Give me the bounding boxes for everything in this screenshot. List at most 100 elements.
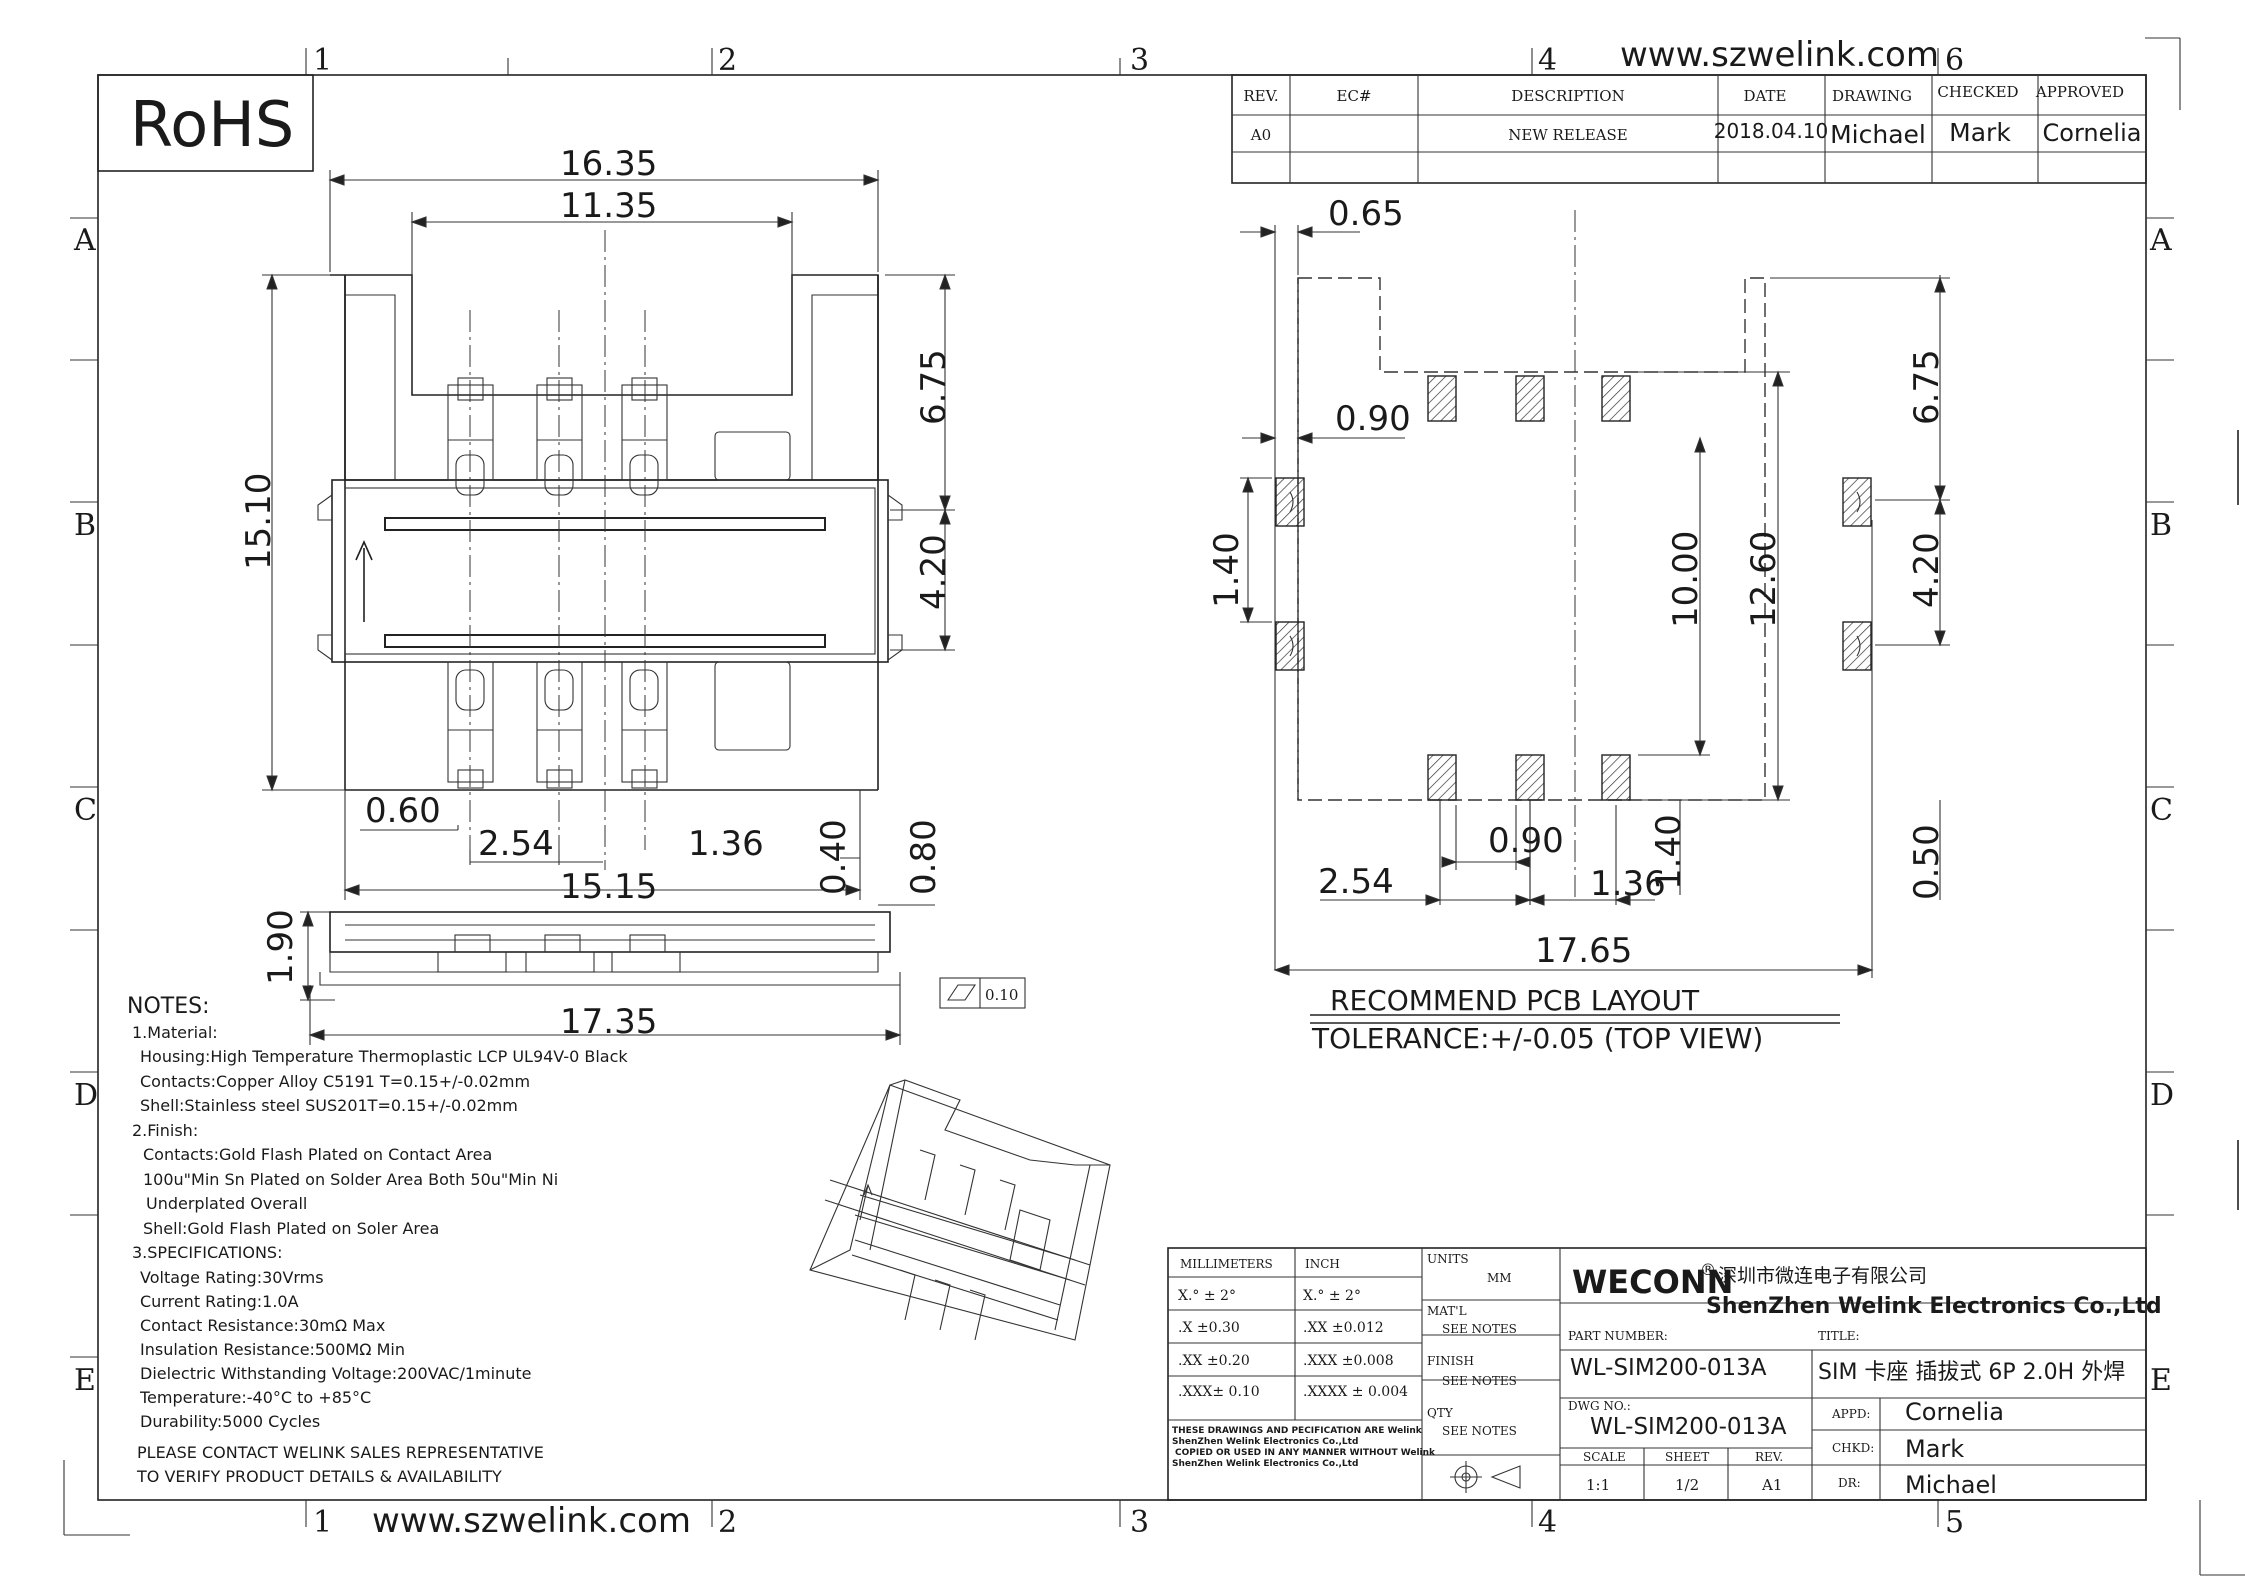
tol-mm-xxx: .XXX± 0.10 xyxy=(1178,1384,1260,1400)
grid-col-4-bottom: 4 xyxy=(1538,1505,1557,1540)
tol-mm-xx: .XX ±0.20 xyxy=(1178,1353,1250,1369)
material-label: MAT'L xyxy=(1427,1304,1467,1318)
brand-logo: WECONN xyxy=(1572,1263,1733,1301)
dim-15-15: 15.15 xyxy=(560,867,657,907)
finish-value: SEE NOTES xyxy=(1442,1374,1517,1388)
dim-4-20: 4.20 xyxy=(914,534,954,610)
pcb-dim-1-40-bottom: 1.40 xyxy=(1649,814,1689,890)
material-value: SEE NOTES xyxy=(1442,1322,1517,1336)
pcb-dim-17-65: 17.65 xyxy=(1535,931,1632,971)
pcb-dim-0-90-top: 0.90 xyxy=(1335,399,1411,439)
dim-0-80: 0.80 xyxy=(904,819,944,895)
pcb-dimension-labels: 0.65 0.90 6.75 1.40 10.00 12.60 4.20 0.9… xyxy=(1207,194,1947,1055)
note-line-13: Contact Resistance:30mΩ Max xyxy=(140,1316,385,1335)
note-line-14: Insulation Resistance:500MΩ Min xyxy=(140,1340,405,1359)
grid-col-2-bottom: 2 xyxy=(718,1505,737,1540)
dim-11-35: 11.35 xyxy=(560,186,657,226)
note-line-10: 3.SPECIFICATIONS: xyxy=(132,1243,282,1262)
part-number-label: PART NUMBER: xyxy=(1568,1329,1668,1343)
scale-value: 1:1 xyxy=(1586,1476,1610,1494)
flatness-symbol-box xyxy=(939,977,1026,1009)
pcb-pad-top-2 xyxy=(1515,375,1545,422)
pcb-pad-left-1 xyxy=(1275,477,1305,527)
disclaimer-line-1: THESE DRAWINGS AND PECIFICATION ARE Weli… xyxy=(1172,1426,1423,1436)
pcb-pad-top-1 xyxy=(1427,375,1457,422)
grid-col-3-bottom: 3 xyxy=(1130,1505,1149,1540)
finish-label: FINISH xyxy=(1427,1354,1474,1368)
title-value: SIM 卡座 插拔式 6P 2.0H 外焊 xyxy=(1818,1360,2125,1385)
units-label: UNITS xyxy=(1427,1252,1469,1266)
dim-1-36: 1.36 xyxy=(688,824,764,864)
pcb-pad-bottom-2 xyxy=(1515,754,1545,801)
note-line-4: Shell:Stainless steel SUS201T=0.15+/-0.0… xyxy=(140,1096,518,1115)
part-number-value: WL-SIM200-013A xyxy=(1570,1355,1767,1381)
pcb-layout-view xyxy=(1275,210,1872,900)
dim-16-35: 16.35 xyxy=(560,144,657,184)
tol-header-inch: INCH xyxy=(1305,1257,1340,1271)
website-top: www.szwelink.com xyxy=(1620,35,1939,75)
pcb-tolerance-caption: TOLERANCE:+/-0.05 (TOP VIEW) xyxy=(1311,1022,1763,1055)
left-dimension-labels: 16.35 11.35 6.75 15.10 4.20 0.60 2.54 1.… xyxy=(239,144,1018,1042)
rev-cell-rev: A0 xyxy=(1250,126,1271,144)
rev-cell-approved: Cornelia xyxy=(2043,119,2142,147)
rohs-box xyxy=(97,74,314,172)
pcb-dim-0-65: 0.65 xyxy=(1328,194,1404,234)
pcb-dim-6-75: 6.75 xyxy=(1907,349,1947,425)
note-line-6: Contacts:Gold Flash Plated on Contact Ar… xyxy=(143,1145,492,1164)
note-line-8: Underplated Overall xyxy=(146,1194,307,1213)
disclaimer-line-2: ShenZhen Welink Electronics Co.,Ltd xyxy=(1172,1437,1358,1447)
grid-col-4-top: 4 xyxy=(1538,43,1557,78)
connector-isometric-view xyxy=(809,1079,1111,1341)
note-line-3: Contacts:Copper Alloy C5191 T=0.15+/-0.0… xyxy=(140,1072,530,1091)
note-line-15: Dielectric Withstanding Voltage:200VAC/1… xyxy=(140,1364,531,1383)
qty-label: QTY xyxy=(1427,1406,1454,1420)
pcb-dim-0-90-bottom: 0.90 xyxy=(1488,821,1564,861)
pcb-pad-top-3 xyxy=(1601,375,1631,422)
revision-table: REV. EC# DESCRIPTION DATE DRAWING CHECKE… xyxy=(1231,74,2147,184)
notes-block: NOTES: 1.Material: Housing:High Temperat… xyxy=(127,994,628,1486)
note-line-11: Voltage Rating:30Vrms xyxy=(140,1268,324,1287)
rev-header-rev: REV. xyxy=(1243,87,1278,105)
note-line-12: Current Rating:1.0A xyxy=(140,1292,299,1311)
pcb-dim-2-54: 2.54 xyxy=(1318,862,1394,902)
rev-label: REV. xyxy=(1755,1450,1783,1464)
chkd-label: CHKD: xyxy=(1832,1441,1874,1455)
grid-row-e-right: E xyxy=(2150,1363,2172,1398)
grid-row-b-left: B xyxy=(74,508,96,543)
note-line-9: Shell:Gold Flash Plated on Soler Area xyxy=(143,1219,439,1238)
chkd-value: Mark xyxy=(1905,1435,1964,1463)
dim-17-35: 17.35 xyxy=(560,1002,657,1042)
units-value: MM xyxy=(1487,1271,1512,1285)
title-block: MILLIMETERS INCH X.° ± 2° X.° ± 2° .X ±0… xyxy=(1167,1247,2162,1501)
pcb-pad-left-2 xyxy=(1275,621,1305,671)
dim-1-90: 1.90 xyxy=(261,909,301,985)
brand-registered-mark: ® xyxy=(1700,1260,1716,1279)
grid-row-a-left: A xyxy=(73,223,96,258)
note-line-5: 2.Finish: xyxy=(132,1121,198,1140)
note-contact-line-1: PLEASE CONTACT WELINK SALES REPRESENTATI… xyxy=(137,1443,544,1462)
rev-cell-drawing: Michael xyxy=(1830,120,1926,149)
website-bottom: www.szwelink.com xyxy=(372,1501,691,1541)
scale-label: SCALE xyxy=(1583,1450,1626,1464)
connector-side-view xyxy=(319,911,1026,1009)
grid-row-c-left: C xyxy=(74,793,97,828)
disclaimer-line-3: COPIED OR USED IN ANY MANNER WITHOUT Wel… xyxy=(1175,1448,1436,1458)
left-view-dimensions xyxy=(262,170,955,1045)
connector-top-view xyxy=(317,230,903,870)
rohs-label: RoHS xyxy=(130,88,294,161)
projection-symbol-icon xyxy=(1450,1461,1521,1493)
grid-col-5-bottom: 5 xyxy=(1945,1505,1964,1540)
dim-6-75: 6.75 xyxy=(914,349,954,425)
grid-row-d-right: D xyxy=(2150,1078,2174,1113)
tol-mm-x: .X ±0.30 xyxy=(1178,1320,1240,1336)
dr-value: Michael xyxy=(1905,1471,1997,1499)
note-line-7: 100u"Min Sn Plated on Solder Area Both 5… xyxy=(143,1170,558,1189)
note-line-1: 1.Material: xyxy=(132,1023,218,1042)
pcb-pad-bottom-1 xyxy=(1427,754,1457,801)
dim-15-10: 15.10 xyxy=(239,473,279,570)
pcb-pad-bottom-3 xyxy=(1601,754,1631,801)
rev-value: A1 xyxy=(1761,1476,1782,1494)
tol-inch-angle: X.° ± 2° xyxy=(1303,1288,1361,1304)
tol-inch-xx: .XX ±0.012 xyxy=(1303,1320,1384,1336)
